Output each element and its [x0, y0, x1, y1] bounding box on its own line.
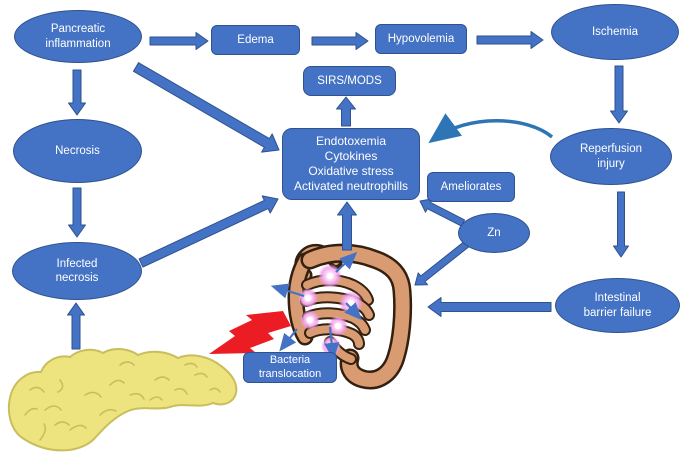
- arrow-ischemia-to-reperfusion-injury: [610, 65, 628, 124]
- bacteria-translocation-arrow: [270, 283, 305, 299]
- bacteria-translocation-arrow: [344, 302, 362, 321]
- arrow-necrosis-to-infected-necrosis: [68, 187, 86, 238]
- node-endotoxemia: Endotoxemia Cytokines Oxidative stress A…: [282, 128, 420, 200]
- arrow-endotoxemia-to-sirs-mods: [336, 96, 356, 127]
- node-pancreatic-inflammation: Pancreatic inflammation: [14, 10, 142, 63]
- node-zn: Zn: [458, 213, 530, 253]
- node-intestinal-barrier-failure: Intestinal barrier failure: [555, 278, 680, 333]
- node-ameliorates: Ameliorates: [427, 172, 515, 202]
- pancreas-illustration: [7, 348, 238, 452]
- node-sirs-mods: SIRS/MODS: [303, 66, 396, 96]
- node-label: Cytokines: [324, 149, 378, 163]
- arrow-zn-to-intestine-illustration: [414, 239, 471, 286]
- arrow-pancreatic-inflammation-to-necrosis: [68, 69, 86, 116]
- node-bacteria-translocation: Bacteria translocation: [243, 352, 337, 383]
- node-necrosis: Necrosis: [13, 119, 142, 183]
- arrow-hypovolemia-to-ischemia: [476, 31, 544, 49]
- node-label: translocation: [258, 367, 322, 380]
- node-label: Bacteria: [269, 353, 311, 366]
- arrow-intestine-illustration-to-endotoxemia: [337, 201, 357, 251]
- lightning-bolt-icon: [209, 311, 291, 354]
- node-label: necrosis: [55, 272, 99, 284]
- arrow-pancreatic-inflammation-to-endotoxemia: [133, 62, 280, 153]
- node-label: Reperfusion: [579, 143, 642, 156]
- node-ischemia: Ischemia: [551, 4, 679, 60]
- node-infected-necrosis: Infected necrosis: [12, 242, 142, 300]
- bacteria-translocation-arrow: [279, 328, 298, 352]
- node-label: Endotoxemia: [315, 134, 387, 148]
- node-label: Activated neutrophills: [293, 179, 409, 193]
- node-label: barrier failure: [583, 306, 652, 319]
- node-reperfusion-injury: Reperfusion injury: [550, 128, 672, 185]
- node-label: Ischemia: [591, 25, 639, 38]
- node-label: SIRS/MODS: [317, 74, 382, 87]
- arrow-reperfusion-injury-to-endotoxemia: [428, 113, 554, 144]
- node-label: Ameliorates: [440, 180, 502, 193]
- bacteria-translocation-arrow: [335, 251, 358, 273]
- arrow-edema-to-hypovolemia: [311, 32, 369, 50]
- node-label: Zn: [487, 226, 501, 239]
- arrow-intestine-illustration-to-bacteria-translocation: [270, 251, 362, 361]
- arrow-reperfusion-injury-to-intestinal-barrier-failure: [613, 191, 629, 258]
- arrow-zn-to-endotoxemia: [419, 198, 466, 227]
- bacteria-translocation-arrow: [323, 326, 340, 361]
- node-label: Edema: [237, 33, 274, 46]
- node-hypovolemia: Hypovolemia: [375, 24, 467, 54]
- arrow-infected-necrosis-to-endotoxemia: [138, 195, 279, 268]
- node-edema: Edema: [211, 25, 300, 55]
- node-label: Pancreatic: [50, 23, 106, 36]
- node-label: Infected: [56, 257, 98, 270]
- node-label: Oxidative stress: [308, 164, 394, 178]
- node-label: Hypovolemia: [387, 32, 455, 45]
- arrow-intestinal-barrier-failure-to-intestine-illustration: [427, 297, 552, 317]
- node-label: Necrosis: [55, 144, 100, 157]
- node-label: Intestinal: [594, 292, 641, 305]
- arrow-pancreatic-inflammation-to-edema: [149, 32, 209, 50]
- node-label: inflammation: [45, 37, 111, 50]
- node-label: injury: [597, 157, 625, 170]
- arrow-pancreas-illustration-to-infected-necrosis: [67, 302, 85, 350]
